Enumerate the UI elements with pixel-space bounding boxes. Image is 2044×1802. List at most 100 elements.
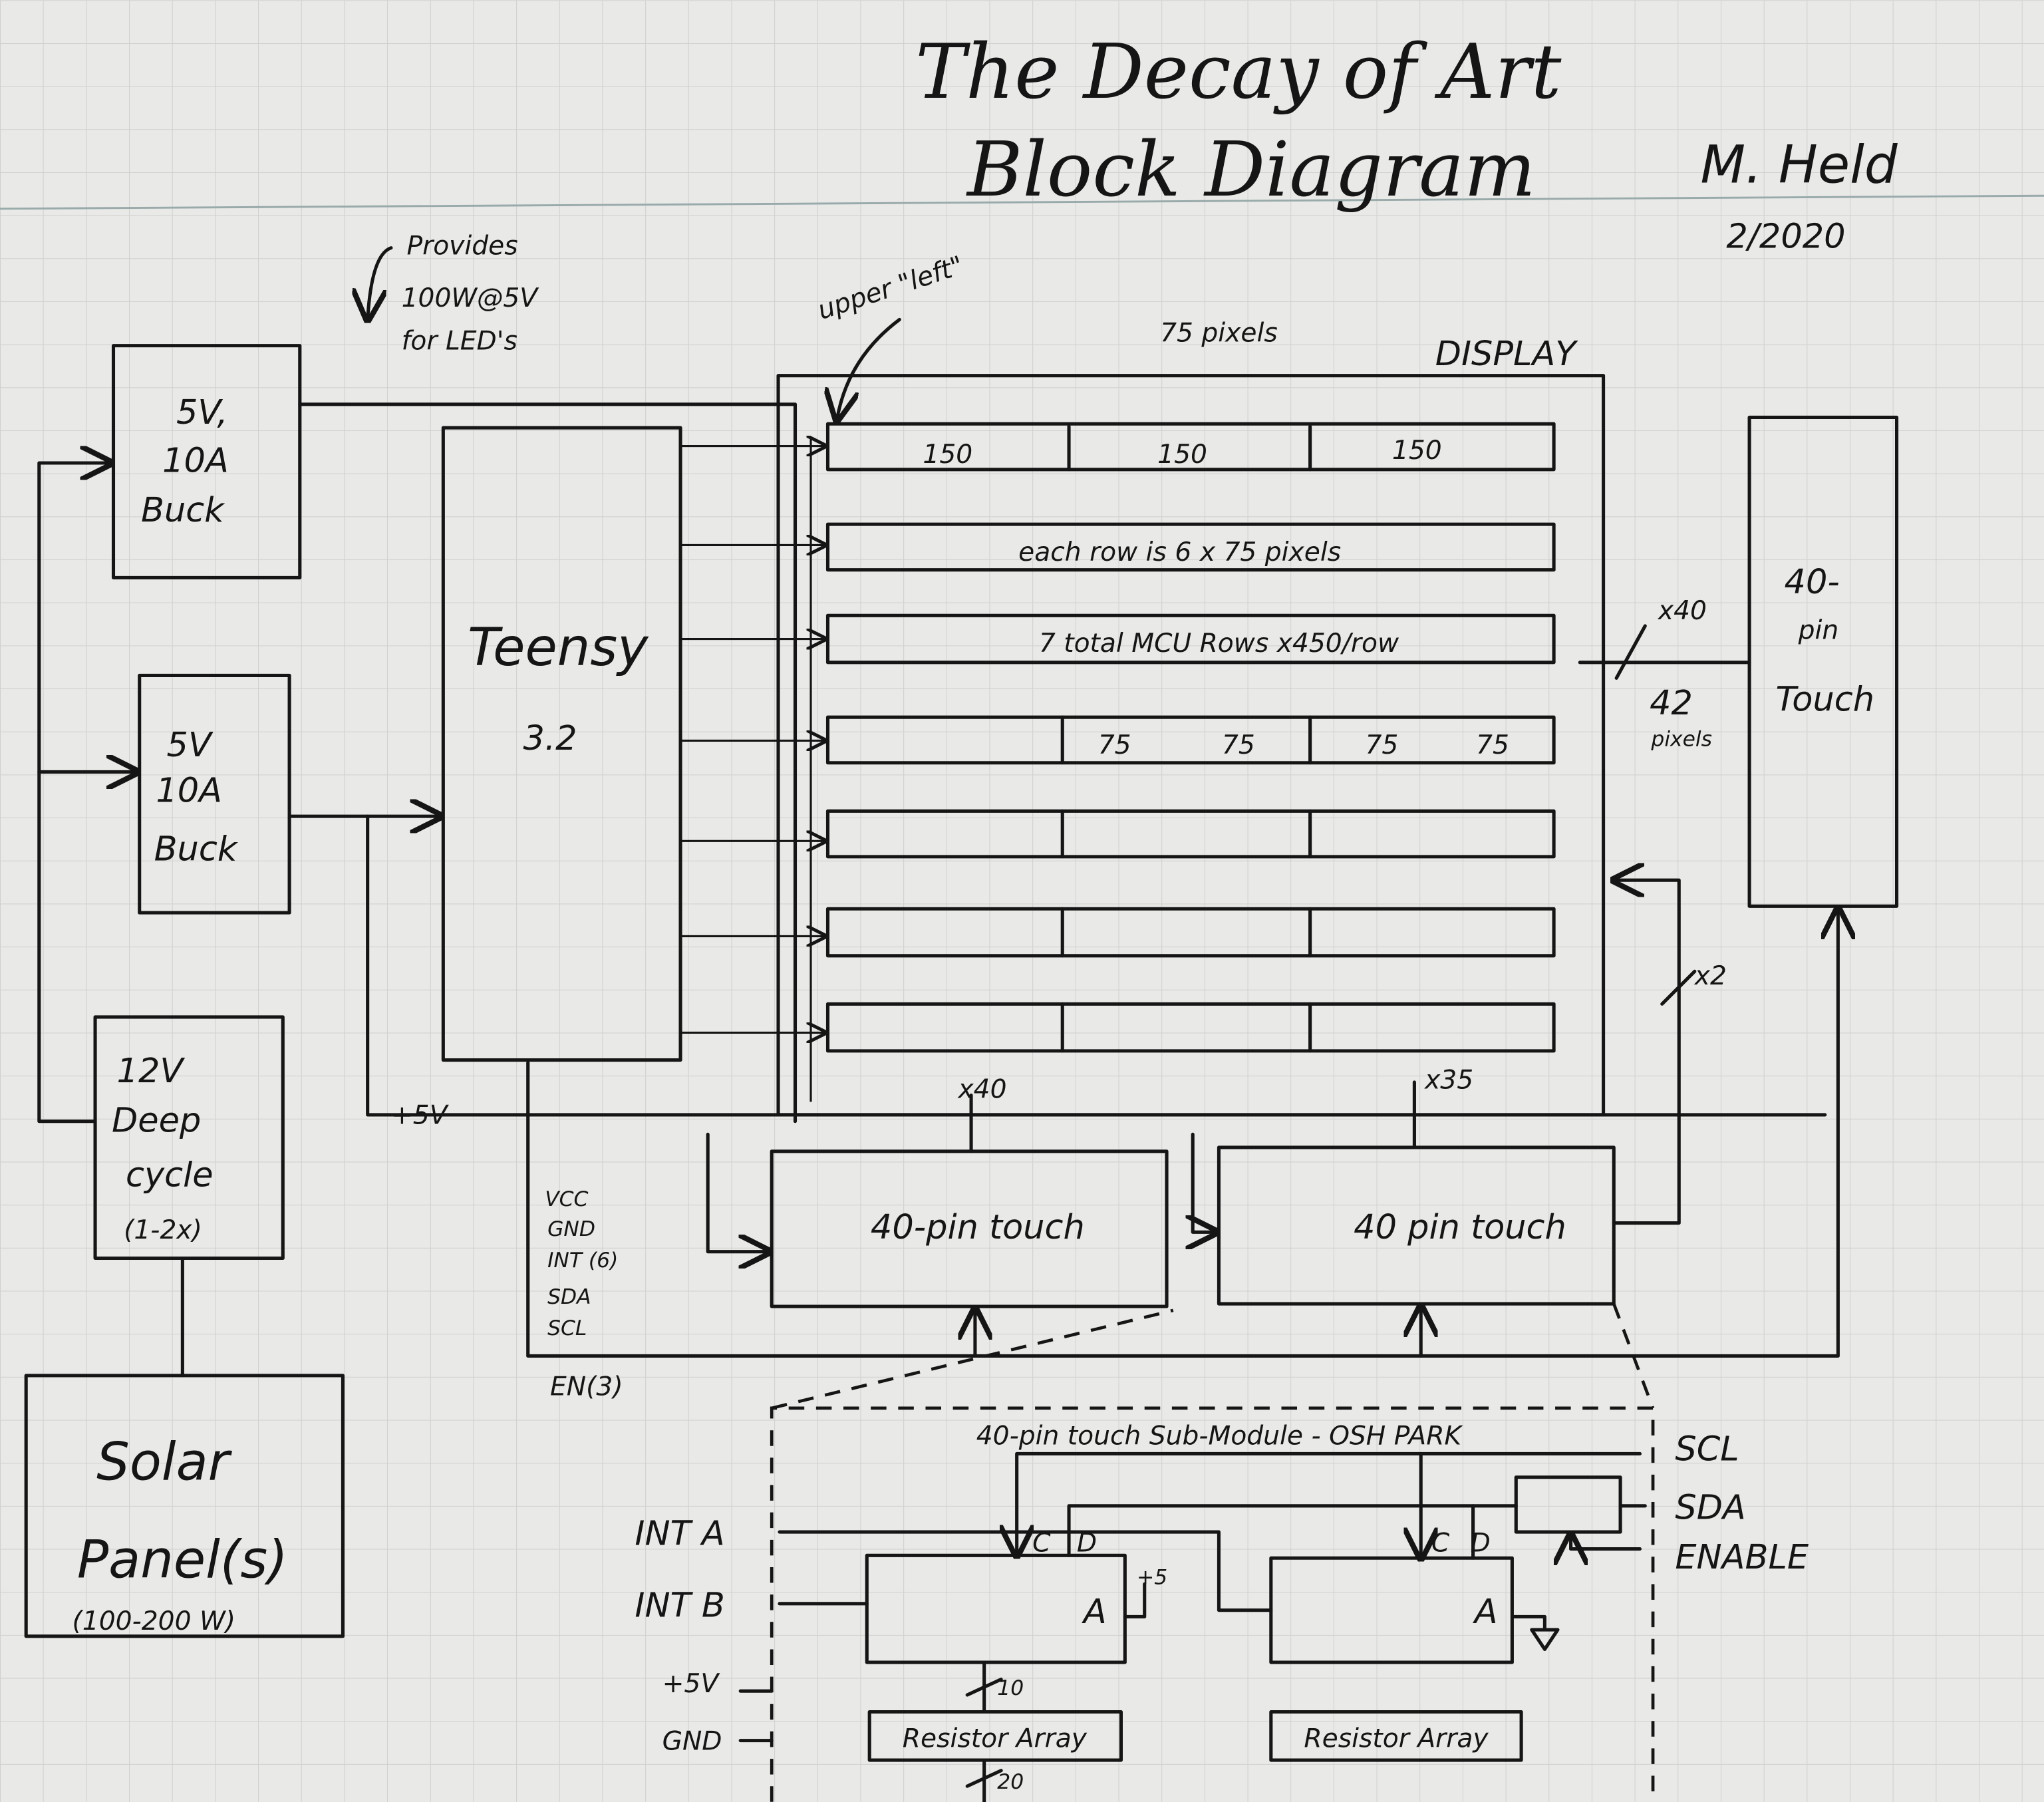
svg-text:75: 75: [1222, 730, 1255, 760]
svg-text:Resistor Array: Resistor Array: [1304, 1724, 1489, 1753]
enable-bus-wire: [526, 909, 1838, 1358]
svg-text:150: 150: [1157, 440, 1207, 470]
zoom-callout-line-right: [1612, 1303, 1655, 1409]
bus-slash: [1614, 624, 1647, 680]
svg-text:A: A: [1082, 1592, 1107, 1632]
diagram-subtitle: Block Diagram: [966, 125, 1536, 214]
svg-text:150: 150: [923, 440, 972, 470]
svg-text:SCL: SCL: [1675, 1429, 1739, 1469]
submodule-title: 40-pin touch Sub-Module - OSH PARK: [976, 1422, 1464, 1451]
svg-text:75: 75: [1476, 730, 1509, 760]
label-x40-bottom: x40: [956, 1074, 1006, 1104]
touch-to-display-wire: [1614, 880, 1681, 1225]
submodule-boundary: [770, 1406, 1655, 1802]
label-x35: x35: [1423, 1066, 1473, 1096]
svg-text:SDA: SDA: [1675, 1488, 1745, 1527]
resistor-array-2: Resistor Array: [1269, 1710, 1523, 1762]
svg-text:INT (6): INT (6): [547, 1249, 618, 1273]
display-row-3: 7 total MCU Rows x450/row: [825, 613, 1556, 665]
svg-text:+5V: +5V: [662, 1669, 721, 1699]
pixels-75-label: 75 pixels: [1160, 319, 1278, 349]
svg-text:Solar: Solar: [96, 1432, 233, 1493]
buck-converter-2: 5V 10A Buck: [138, 673, 291, 915]
svg-text:each row is 6 x 75 pixels: each row is 6 x 75 pixels: [1018, 537, 1341, 567]
svg-text:3.2: 3.2: [523, 719, 577, 758]
upper-left-arrow: [837, 317, 901, 420]
display-label: DISPLAY: [1435, 335, 1579, 374]
label-en3: EN(3): [550, 1372, 623, 1402]
diagram-title: The Decay of Art: [915, 27, 1562, 116]
svg-text:INT A: INT A: [635, 1515, 724, 1554]
svg-text:(1-2x): (1-2x): [124, 1215, 202, 1245]
svg-text:10A: 10A: [156, 772, 222, 811]
teensy-to-rows-wires: [680, 437, 825, 1102]
svg-text:5V: 5V: [167, 726, 214, 765]
display-row-6: [825, 907, 1556, 958]
svg-text:7 total MCU Rows x450/row: 7 total MCU Rows x450/row: [1039, 629, 1399, 659]
svg-text:A: A: [1473, 1592, 1498, 1632]
bus20-label: 20: [997, 1770, 1024, 1794]
svg-text:(100-200 W): (100-200 W): [73, 1606, 236, 1636]
note-provides-2: 100W@5V: [402, 283, 540, 313]
svg-text:5V,: 5V,: [176, 393, 228, 432]
rail-to-touch-left: [706, 1132, 769, 1251]
svg-text:VCC: VCC: [545, 1187, 588, 1211]
author: M. Held: [1700, 135, 1898, 196]
teensy-3-2: Teensy 3.2: [441, 426, 682, 1062]
buck1-power-bus: [298, 402, 798, 1124]
label-42: 42: [1650, 684, 1693, 723]
svg-text:INT B: INT B: [635, 1586, 724, 1625]
display-row-1: 150 150 150: [825, 422, 1556, 472]
svg-text:Touch: Touch: [1775, 680, 1874, 719]
svg-text:Panel(s): Panel(s): [77, 1530, 288, 1590]
svg-text:75: 75: [1098, 730, 1131, 760]
bus-signal-list: VCC GND INT (6) SDA SCL: [545, 1187, 618, 1340]
svg-text:Resistor Array: Resistor Array: [903, 1724, 1088, 1753]
page-rule: [0, 194, 2044, 210]
label-x2: x2: [1693, 961, 1727, 991]
display-row-2: each row is 6 x 75 pixels: [825, 522, 1556, 572]
svg-text:Teensy: Teensy: [468, 617, 649, 678]
svg-text:12V: 12V: [117, 1052, 186, 1091]
svg-text:+5: +5: [1137, 1565, 1167, 1589]
svg-text:GND: GND: [547, 1217, 595, 1241]
submodule-wires: [738, 1451, 1647, 1802]
svg-text:SDA: SDA: [547, 1285, 591, 1309]
battery-to-buck1-wire: [37, 463, 111, 1124]
svg-text:40-pin touch: 40-pin touch: [871, 1208, 1085, 1247]
svg-text:C: C: [1431, 1528, 1450, 1558]
display-row-7: [825, 1002, 1556, 1053]
bus10-label: 10: [997, 1676, 1024, 1700]
display-row-5: [825, 809, 1556, 859]
svg-text:Buck: Buck: [154, 830, 239, 869]
label-x40-right: x40: [1657, 596, 1707, 626]
display-row-4: 75 75 75 75: [825, 715, 1556, 765]
label-plus5v: +5V: [391, 1101, 450, 1131]
note-provides-3: for LED's: [402, 326, 517, 356]
touch-sensor-bottom-right: 40 pin touch: [1217, 1145, 1616, 1306]
submodule-right-signals: SCL SDA ENABLE: [1675, 1429, 1809, 1577]
svg-text:GND: GND: [662, 1726, 722, 1756]
resistor-array-1: Resistor Array: [867, 1710, 1123, 1762]
note-provides-1: Provides: [406, 231, 517, 261]
svg-text:SCL: SCL: [547, 1316, 587, 1340]
svg-text:40 pin touch: 40 pin touch: [1354, 1208, 1566, 1247]
svg-text:Buck: Buck: [141, 491, 225, 530]
svg-text:pin: pin: [1798, 616, 1839, 646]
x2-slash: [1660, 969, 1697, 1006]
svg-text:75: 75: [1365, 730, 1398, 760]
battery-deep-cycle: 12V Deep cycle (1-2x): [93, 1015, 285, 1261]
svg-text:ENABLE: ENABLE: [1675, 1538, 1809, 1577]
zoom-callout-line-left: [771, 1308, 1174, 1410]
date: 2/2020: [1726, 218, 1845, 257]
submodule-left-signals: INT A INT B +5V GND: [635, 1515, 724, 1757]
svg-text:cycle: cycle: [126, 1156, 214, 1195]
solar-panels: Solar Panel(s) (100-200 W): [24, 1374, 345, 1638]
svg-text:10A: 10A: [162, 442, 229, 481]
svg-text:Deep: Deep: [112, 1101, 201, 1140]
svg-text:150: 150: [1392, 436, 1442, 466]
note-arrow: [368, 246, 393, 320]
